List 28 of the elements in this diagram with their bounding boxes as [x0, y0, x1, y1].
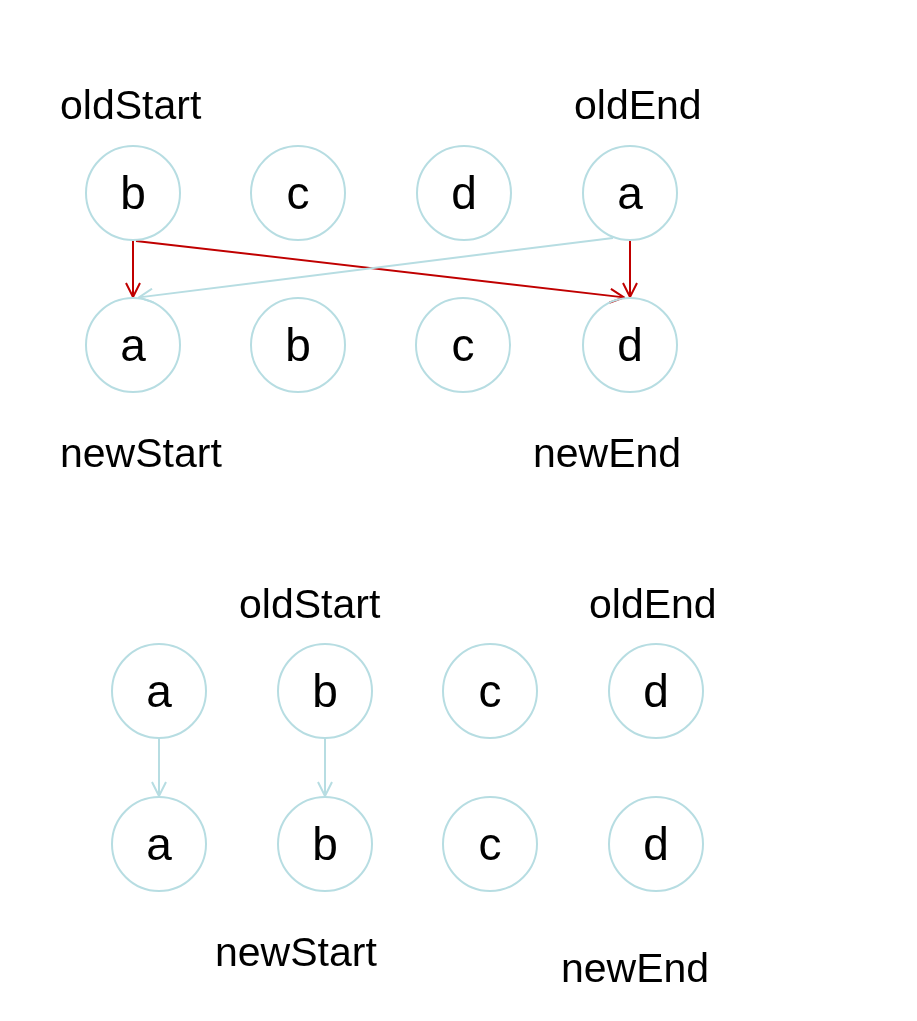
circle-node: a — [111, 796, 207, 892]
arrow — [125, 240, 141, 298]
circle-node: a — [111, 643, 207, 739]
circle-node: d — [416, 145, 512, 241]
pointer-label: oldStart — [239, 584, 381, 625]
arrow — [151, 738, 167, 797]
pointer-label: oldStart — [60, 85, 202, 126]
circle-node: c — [415, 297, 511, 393]
circle-node: a — [582, 145, 678, 241]
pointer-label: newStart — [215, 932, 377, 973]
arrow — [622, 240, 638, 298]
pointer-label: newStart — [60, 433, 222, 474]
circle-node: b — [277, 643, 373, 739]
circle-node: c — [250, 145, 346, 241]
pointer-label: oldEnd — [589, 584, 717, 625]
pointer-label: newEnd — [533, 433, 682, 474]
circle-node: c — [442, 796, 538, 892]
arrow — [317, 738, 333, 797]
circle-node: d — [608, 796, 704, 892]
pointer-label: oldEnd — [574, 85, 702, 126]
pointer-label: newEnd — [561, 948, 710, 989]
circle-node: b — [277, 796, 373, 892]
circle-node: d — [608, 643, 704, 739]
circle-node: b — [85, 145, 181, 241]
circle-node: b — [250, 297, 346, 393]
circle-node: c — [442, 643, 538, 739]
circle-node: a — [85, 297, 181, 393]
circle-node: d — [582, 297, 678, 393]
